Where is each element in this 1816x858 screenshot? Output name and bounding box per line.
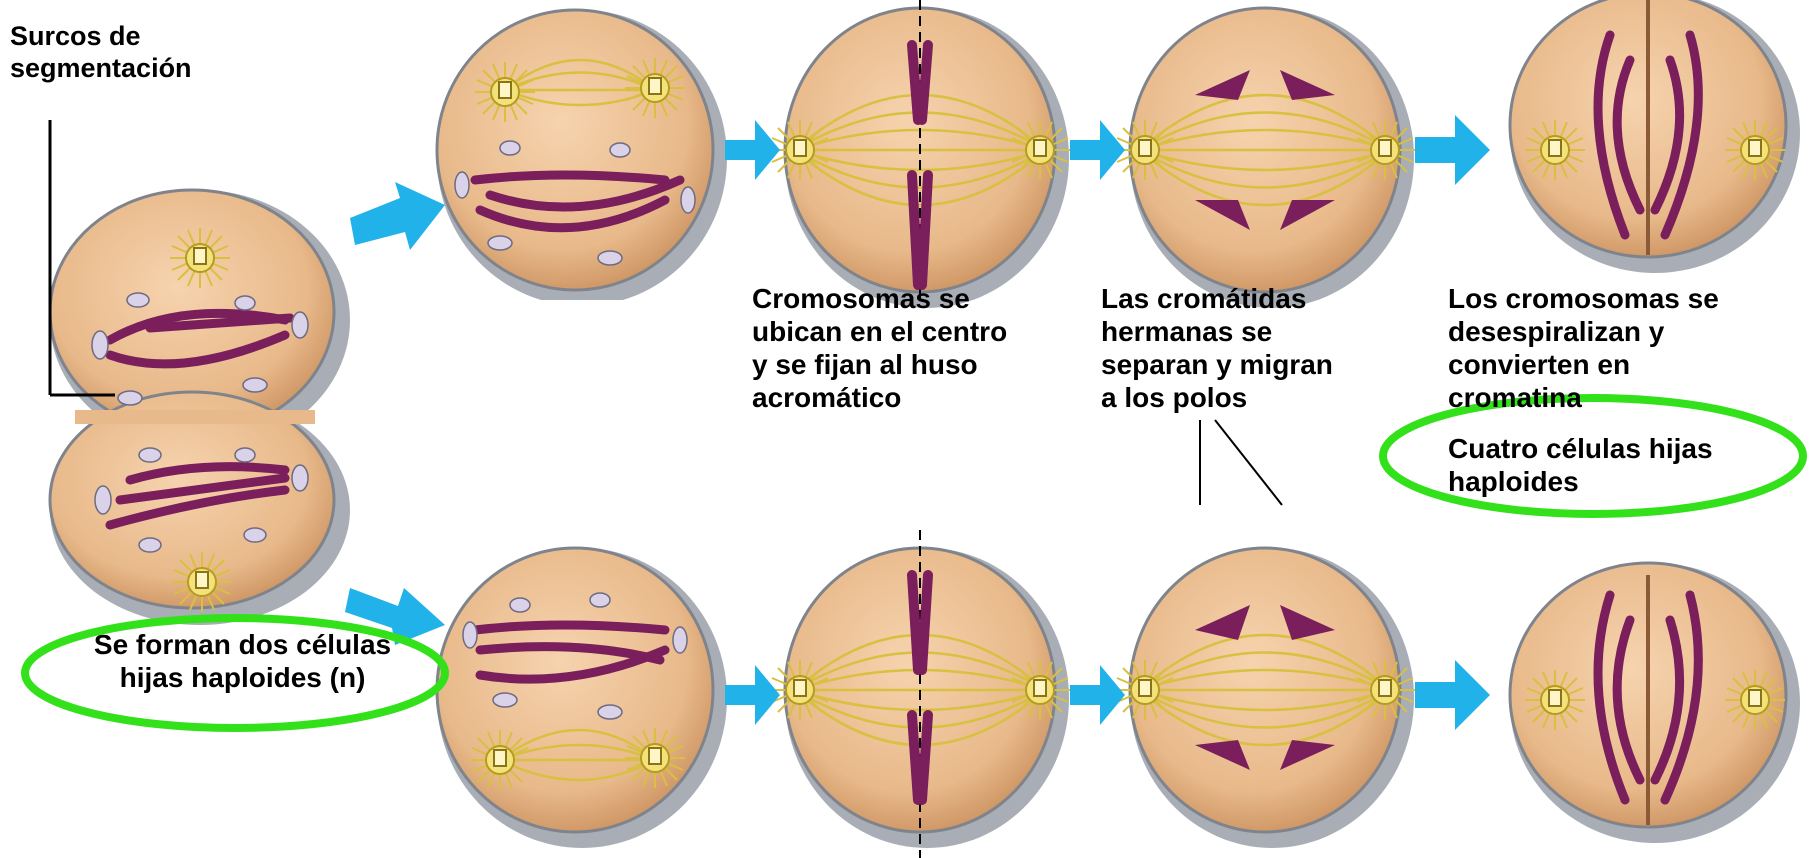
arrow-icon xyxy=(350,182,445,250)
label-four-daughter-cells: Cuatro células hijas haploides xyxy=(1448,432,1713,498)
label-line: Las cromátidas xyxy=(1101,282,1333,315)
label-line: segmentación xyxy=(10,52,192,84)
label-line: hermanas se xyxy=(1101,315,1333,348)
label-line: Cromosomas se xyxy=(752,282,1007,315)
label-line: hijas haploides (n) xyxy=(70,661,415,694)
centrosome-icon xyxy=(170,228,230,288)
telophase-ii-cell-bottom xyxy=(1510,563,1800,843)
label-line: Se forman dos células xyxy=(70,628,415,661)
label-line: separan y migran xyxy=(1101,348,1333,381)
arrow-icon xyxy=(725,665,780,725)
label-line: desespiralizan y xyxy=(1448,315,1719,348)
label-telophase: Los cromosomas se desespiralizan y convi… xyxy=(1448,282,1719,414)
metaphase-ii-cell-top xyxy=(770,0,1070,308)
label-line: Cuatro células hijas xyxy=(1448,432,1713,465)
arrow-icon xyxy=(1415,115,1490,185)
label-line: convierten en xyxy=(1448,348,1719,381)
label-anaphase: Las cromátidas hermanas se separan y mig… xyxy=(1101,282,1333,414)
dividing-cell-meiosis-i xyxy=(50,190,350,625)
telophase-ii-cell-top xyxy=(1510,0,1800,273)
label-line: y se fijan al huso xyxy=(752,348,1007,381)
leader-line-anafase-diagonal xyxy=(1215,420,1282,505)
arrow-icon xyxy=(1415,660,1490,730)
centrosome-icon xyxy=(172,552,232,612)
label-line: Los cromosomas se xyxy=(1448,282,1719,315)
label-two-daughter-cells: Se forman dos células hijas haploides (n… xyxy=(70,628,415,694)
label-line: a los polos xyxy=(1101,381,1333,414)
arrow-icon xyxy=(1070,665,1125,725)
prophase-ii-cell-top xyxy=(437,10,727,306)
metaphase-ii-cell-bottom xyxy=(770,530,1070,858)
prophase-ii-cell-bottom xyxy=(437,548,727,848)
label-metaphase: Cromosomas se ubican en el centro y se f… xyxy=(752,282,1007,414)
anaphase-ii-cell-top xyxy=(1115,8,1415,308)
label-line: Surcos de xyxy=(10,20,192,52)
label-line: cromatina xyxy=(1448,381,1719,414)
arrow-icon xyxy=(725,120,780,180)
label-line: ubican en el centro xyxy=(752,315,1007,348)
arrow-icon xyxy=(1070,120,1125,180)
label-line: acromático xyxy=(752,381,1007,414)
anaphase-ii-cell-bottom xyxy=(1115,548,1415,848)
label-line: haploides xyxy=(1448,465,1713,498)
label-surcos-segmentacion: Surcos de segmentación xyxy=(10,20,192,84)
